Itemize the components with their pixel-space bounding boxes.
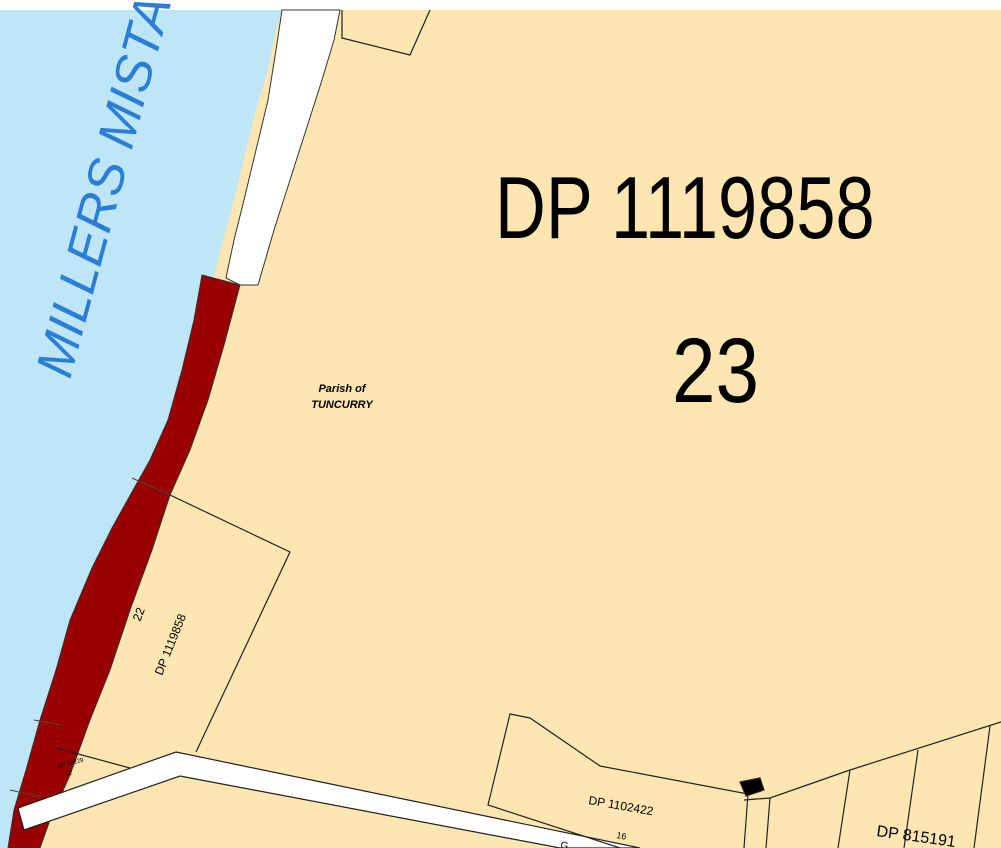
- reserve-strip: [7, 274, 241, 848]
- main-lot-number: 23: [672, 320, 759, 422]
- main-dp-label: DP 1119858: [495, 158, 875, 256]
- lot-dp815191-boundary: [743, 721, 1001, 801]
- reserve-division: [9, 789, 41, 798]
- lot-divider: [837, 769, 851, 848]
- road-name-fragment: G: [559, 840, 569, 848]
- reserve-division: [33, 719, 63, 726]
- lot-divider: [973, 725, 991, 848]
- lot-16-number: 16: [616, 830, 628, 842]
- water-body: [0, 10, 282, 848]
- reserve-division: [131, 477, 171, 496]
- lot-divider: [765, 797, 771, 848]
- lot-divider: [903, 749, 919, 848]
- tiny-lot-boundary: [739, 777, 765, 797]
- lot-12-boundary: [55, 747, 131, 769]
- tiny-lot-label: 1a: [750, 785, 755, 790]
- road: [17, 751, 641, 848]
- lot-boundary-top: [341, 9, 431, 56]
- lot-22-number: 22: [130, 605, 148, 623]
- parish-label-line2: TUNCURRY: [311, 399, 374, 411]
- foreshore-strip: [225, 9, 341, 286]
- parish-label-line1: Parish of: [318, 383, 366, 395]
- map-top-margin: [0, 0, 1001, 10]
- lot-22-boundary: [169, 494, 291, 753]
- small-lot-number: 12: [65, 770, 74, 778]
